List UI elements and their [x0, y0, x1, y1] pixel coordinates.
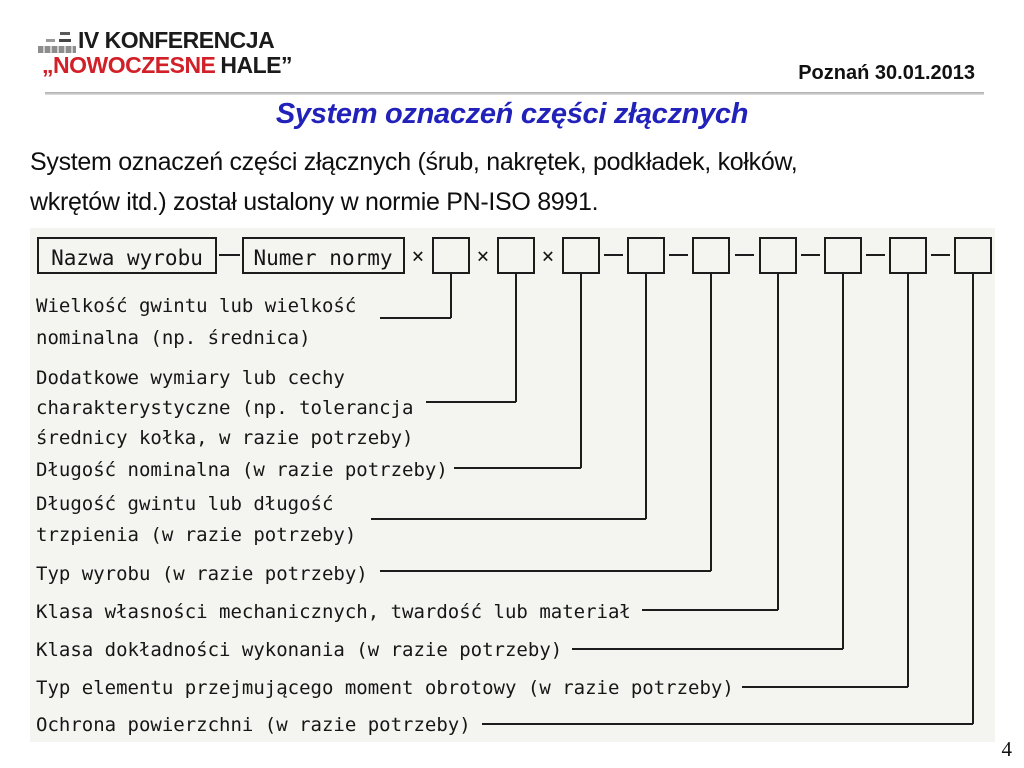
field-label: nominalna (np. średnica) [36, 327, 311, 349]
field-label: Długość gwintu lub długość [36, 493, 333, 515]
hall-lines-icon [38, 32, 78, 58]
field-label: trzpienia (w razie potrzeby) [36, 524, 356, 546]
designation-cell-2 [497, 237, 535, 274]
connector-field-8 [742, 273, 909, 688]
multiply-separator: × [542, 244, 555, 268]
designation-cell-5 [692, 237, 730, 274]
slide-body-text: System oznaczeń części złącznych (śrub, … [30, 148, 798, 216]
field-label: Typ elementu przejmującego moment obroto… [36, 677, 734, 699]
field-label: Długość nominalna (w razie potrzeby) [36, 459, 448, 481]
field-label: charakterystyczne (np. tolerancja [36, 397, 414, 419]
field-label: Klasa własności mechanicznych, twardość … [36, 601, 631, 623]
logo-brand-red: „NOWOCZESNE [42, 52, 216, 78]
page-number: 4 [1001, 737, 1013, 761]
designation-cell-7 [824, 237, 862, 274]
field-label: Ochrona powierzchni (w razie potrzeby) [36, 714, 471, 736]
connector-field-9 [482, 273, 974, 725]
designation-cell-9 [954, 237, 992, 274]
slide-date: Poznań 30.01.2013 [798, 62, 975, 84]
logo-title-line1: IV KONFERENCJA [78, 27, 275, 53]
field-label: Typ wyrobu (w razie potrzeby) [36, 563, 368, 585]
field-label: Wielkość gwintu lub wielkość [36, 295, 356, 317]
field-label: Dodatkowe wymiary lub cechy [36, 367, 345, 389]
designation-cell-4 [627, 237, 665, 274]
designation-cell-6 [759, 237, 797, 274]
product-name-box [37, 237, 217, 274]
connector-field-1 [380, 273, 452, 319]
field-label: średnicy kołka, w razie potrzeby) [36, 427, 414, 449]
field-label: Klasa dokładności wykonania (w razie pot… [36, 639, 562, 661]
standard-number-box [242, 237, 405, 274]
product-name-box-label: Nazwa wyrobu [51, 246, 203, 270]
multiply-separator: × [412, 244, 425, 268]
connector-field-7 [572, 273, 844, 650]
designation-cell-8 [889, 237, 927, 274]
connector-field-3 [454, 273, 582, 469]
connector-field-6 [642, 273, 779, 611]
connector-field-2 [426, 273, 517, 403]
designation-scheme-diagram: Nazwa wyrobu Numer normy × × × [30, 228, 995, 742]
connector-field-4 [371, 273, 647, 520]
logo-brand-black: HALE” [220, 52, 293, 78]
standard-number-box-label: Numer normy [253, 246, 392, 270]
slide-title: System oznaczeń części złącznych [275, 98, 749, 130]
multiply-separator: × [477, 244, 490, 268]
designation-cell-3 [562, 237, 600, 274]
designation-cell-1 [432, 237, 470, 274]
connector-field-5 [380, 273, 712, 572]
header-divider [45, 92, 984, 95]
